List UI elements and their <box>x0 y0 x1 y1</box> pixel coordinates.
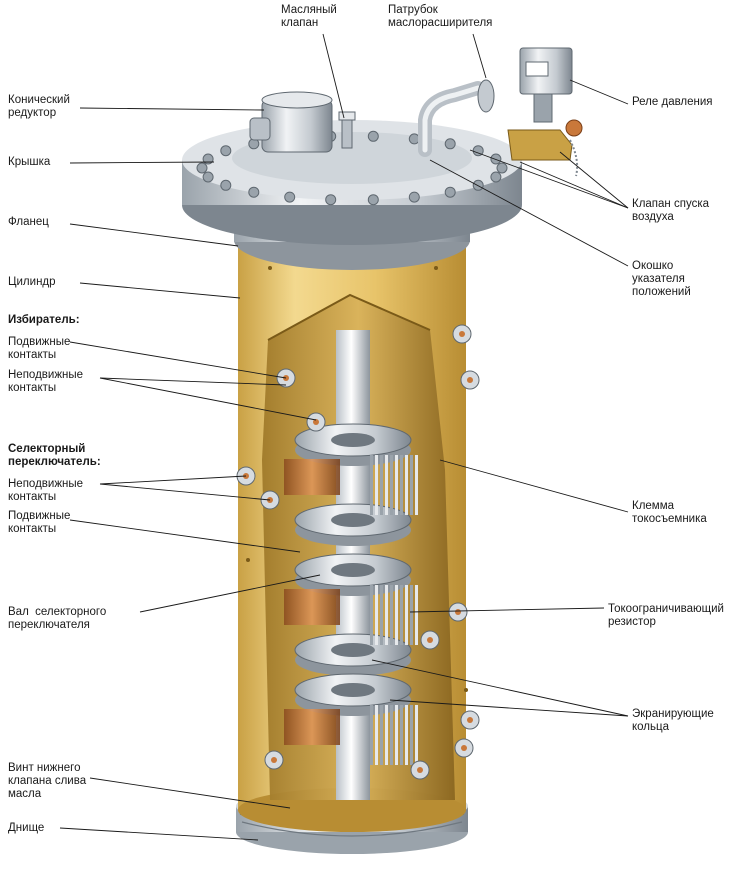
label-bevel-gear-reducer: Конический редуктор <box>8 94 70 119</box>
cover-bolt <box>202 171 214 183</box>
cover-bolt <box>444 138 456 150</box>
label-current-limiting-resistor: Токоограничивающий резистор <box>608 603 724 628</box>
leader-line <box>59 827 259 841</box>
label-position-window: Окошко указателя положений <box>632 260 691 298</box>
resistor-stack <box>284 585 418 645</box>
bevel-gear-reducer <box>249 91 333 153</box>
label-fixed-contacts-1: Неподвижные контакты <box>8 369 84 394</box>
leader-lines <box>59 33 629 841</box>
label-selector-heading: Избиратель: <box>8 314 80 326</box>
pressure-relay <box>507 47 583 177</box>
terminal <box>410 760 430 780</box>
leader-line <box>389 699 629 717</box>
leader-line <box>559 151 629 209</box>
leader-line <box>89 777 291 809</box>
label-cylinder: Цилиндр <box>8 276 56 288</box>
leader-line <box>79 107 265 111</box>
leader-line <box>139 574 321 613</box>
resistor-stack <box>284 455 418 515</box>
leader-line <box>99 377 317 421</box>
cover-bolt <box>408 133 420 145</box>
leader-line <box>429 159 629 267</box>
label-drain-valve-screw: Винт нижнего клапана слива масла <box>8 762 87 800</box>
leader-line <box>569 79 629 105</box>
cover-bolt <box>490 153 502 165</box>
contact-assemblies <box>236 324 480 780</box>
label-fixed-contacts-2: Неподвижные контакты <box>8 478 84 503</box>
label-moving-contacts-1: Подвижные контакты <box>8 336 71 361</box>
leader-line <box>99 377 287 386</box>
resistor-stack <box>284 705 418 765</box>
leader-line <box>99 475 247 485</box>
cover-bolt <box>408 191 420 203</box>
leader-line <box>69 161 215 164</box>
leader-line <box>371 659 629 717</box>
terminal <box>460 370 480 390</box>
leader-line <box>69 341 287 379</box>
cover-bolt <box>220 179 232 191</box>
terminal <box>264 750 284 770</box>
cover-bolt <box>496 162 508 174</box>
cover-bolt <box>248 186 260 198</box>
terminal <box>306 412 326 432</box>
cover-bolt <box>202 153 214 165</box>
cover-bolt <box>444 186 456 198</box>
leader-line <box>519 161 629 209</box>
label-selector-shaft: Вал селекторного переключателя <box>8 606 107 631</box>
label-pressure-relay: Реле давления <box>632 96 713 108</box>
leader-line <box>472 33 487 79</box>
terminal <box>448 602 468 622</box>
conservator-pipe <box>418 79 495 157</box>
terminal <box>460 710 480 730</box>
label-oil-valve: Масляный клапан <box>281 4 337 29</box>
terminal <box>454 738 474 758</box>
leader-line <box>469 149 629 209</box>
label-conservator-pipe: Патрубок маслорасширителя <box>388 4 493 29</box>
shielding-ring <box>294 503 412 546</box>
leader-line <box>69 519 301 553</box>
cover-bolt <box>367 194 379 206</box>
oil-valve <box>338 111 356 149</box>
cover-bolt <box>196 162 208 174</box>
leader-line <box>79 282 241 299</box>
cover-bolt <box>220 145 232 157</box>
label-cover: Крышка <box>8 156 51 168</box>
label-collector-terminal: Клемма токосъемника <box>632 500 707 525</box>
label-bottom: Днище <box>8 822 45 834</box>
leader-line <box>99 483 271 501</box>
leader-line <box>439 459 629 513</box>
label-moving-contacts-2: Подвижные контакты <box>8 510 71 535</box>
label-air-release-valve: Клапан спуска воздуха <box>632 198 710 223</box>
cover-bolt <box>490 171 502 183</box>
cover-bolt <box>325 194 337 206</box>
shielding-ring <box>294 633 412 676</box>
leader-line <box>409 607 605 613</box>
cover-bolt <box>367 130 379 142</box>
label-flange: Фланец <box>8 216 49 228</box>
leader-line <box>322 33 345 119</box>
label-selector-switch-heading: Селекторный переключатель: <box>8 443 101 468</box>
leader-line <box>69 223 239 247</box>
terminal <box>452 324 472 344</box>
cover-bolt <box>284 191 296 203</box>
terminal <box>420 630 440 650</box>
label-shielding-rings: Экранирующие кольца <box>632 708 714 733</box>
